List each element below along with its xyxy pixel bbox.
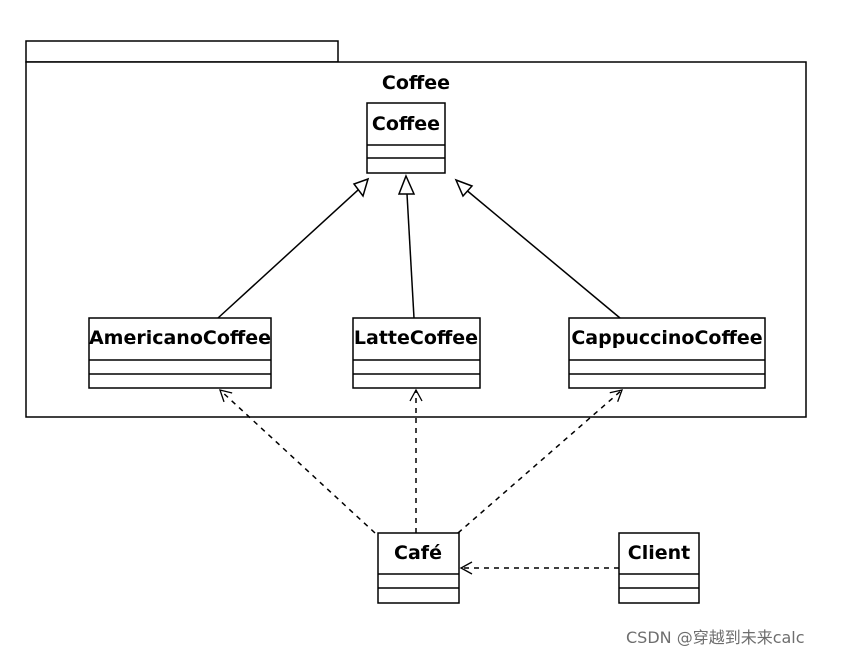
class-coffee[interactable]: Coffee <box>366 102 446 174</box>
package-tab <box>25 40 339 63</box>
class-cafe[interactable]: Café <box>377 532 460 604</box>
generalization-latte-to-coffee <box>397 174 416 319</box>
generalization-line <box>217 189 360 319</box>
generalization-line <box>406 193 415 319</box>
class-cappuccino-name: CappuccinoCoffee <box>571 327 762 349</box>
generalization-americano-to-coffee <box>217 177 370 319</box>
class-latte-box <box>352 317 481 389</box>
class-cappuccino-coffee[interactable]: CappuccinoCoffee <box>568 317 766 389</box>
generalization-line <box>467 190 621 319</box>
class-americano-name: AmericanoCoffee <box>89 327 271 349</box>
class-coffee-box <box>366 102 446 174</box>
class-client-box <box>618 532 700 604</box>
class-latte-coffee[interactable]: LatteCoffee <box>352 317 481 389</box>
class-americano-coffee[interactable]: AmericanoCoffee <box>88 317 272 389</box>
hollow-triangle-arrowhead-icon <box>454 178 474 198</box>
class-client[interactable]: Client <box>618 532 700 604</box>
class-coffee-name: Coffee <box>372 113 440 135</box>
class-client-name: Client <box>628 542 690 564</box>
class-cafe-box <box>377 532 460 604</box>
dependency-cafe-to-cappuccino <box>457 389 624 534</box>
watermark: CSDN @穿越到未来calc <box>626 628 805 647</box>
package-name: Coffee <box>382 72 450 94</box>
generalization-cappuccino-to-coffee <box>454 178 621 319</box>
hollow-triangle-arrowhead-icon <box>397 174 416 195</box>
class-cappuccino-box <box>568 317 766 389</box>
hollow-triangle-arrowhead-icon <box>352 177 370 198</box>
class-latte-name: LatteCoffee <box>354 327 478 349</box>
class-cafe-name: Café <box>394 542 442 564</box>
class-americano-box <box>88 317 272 389</box>
